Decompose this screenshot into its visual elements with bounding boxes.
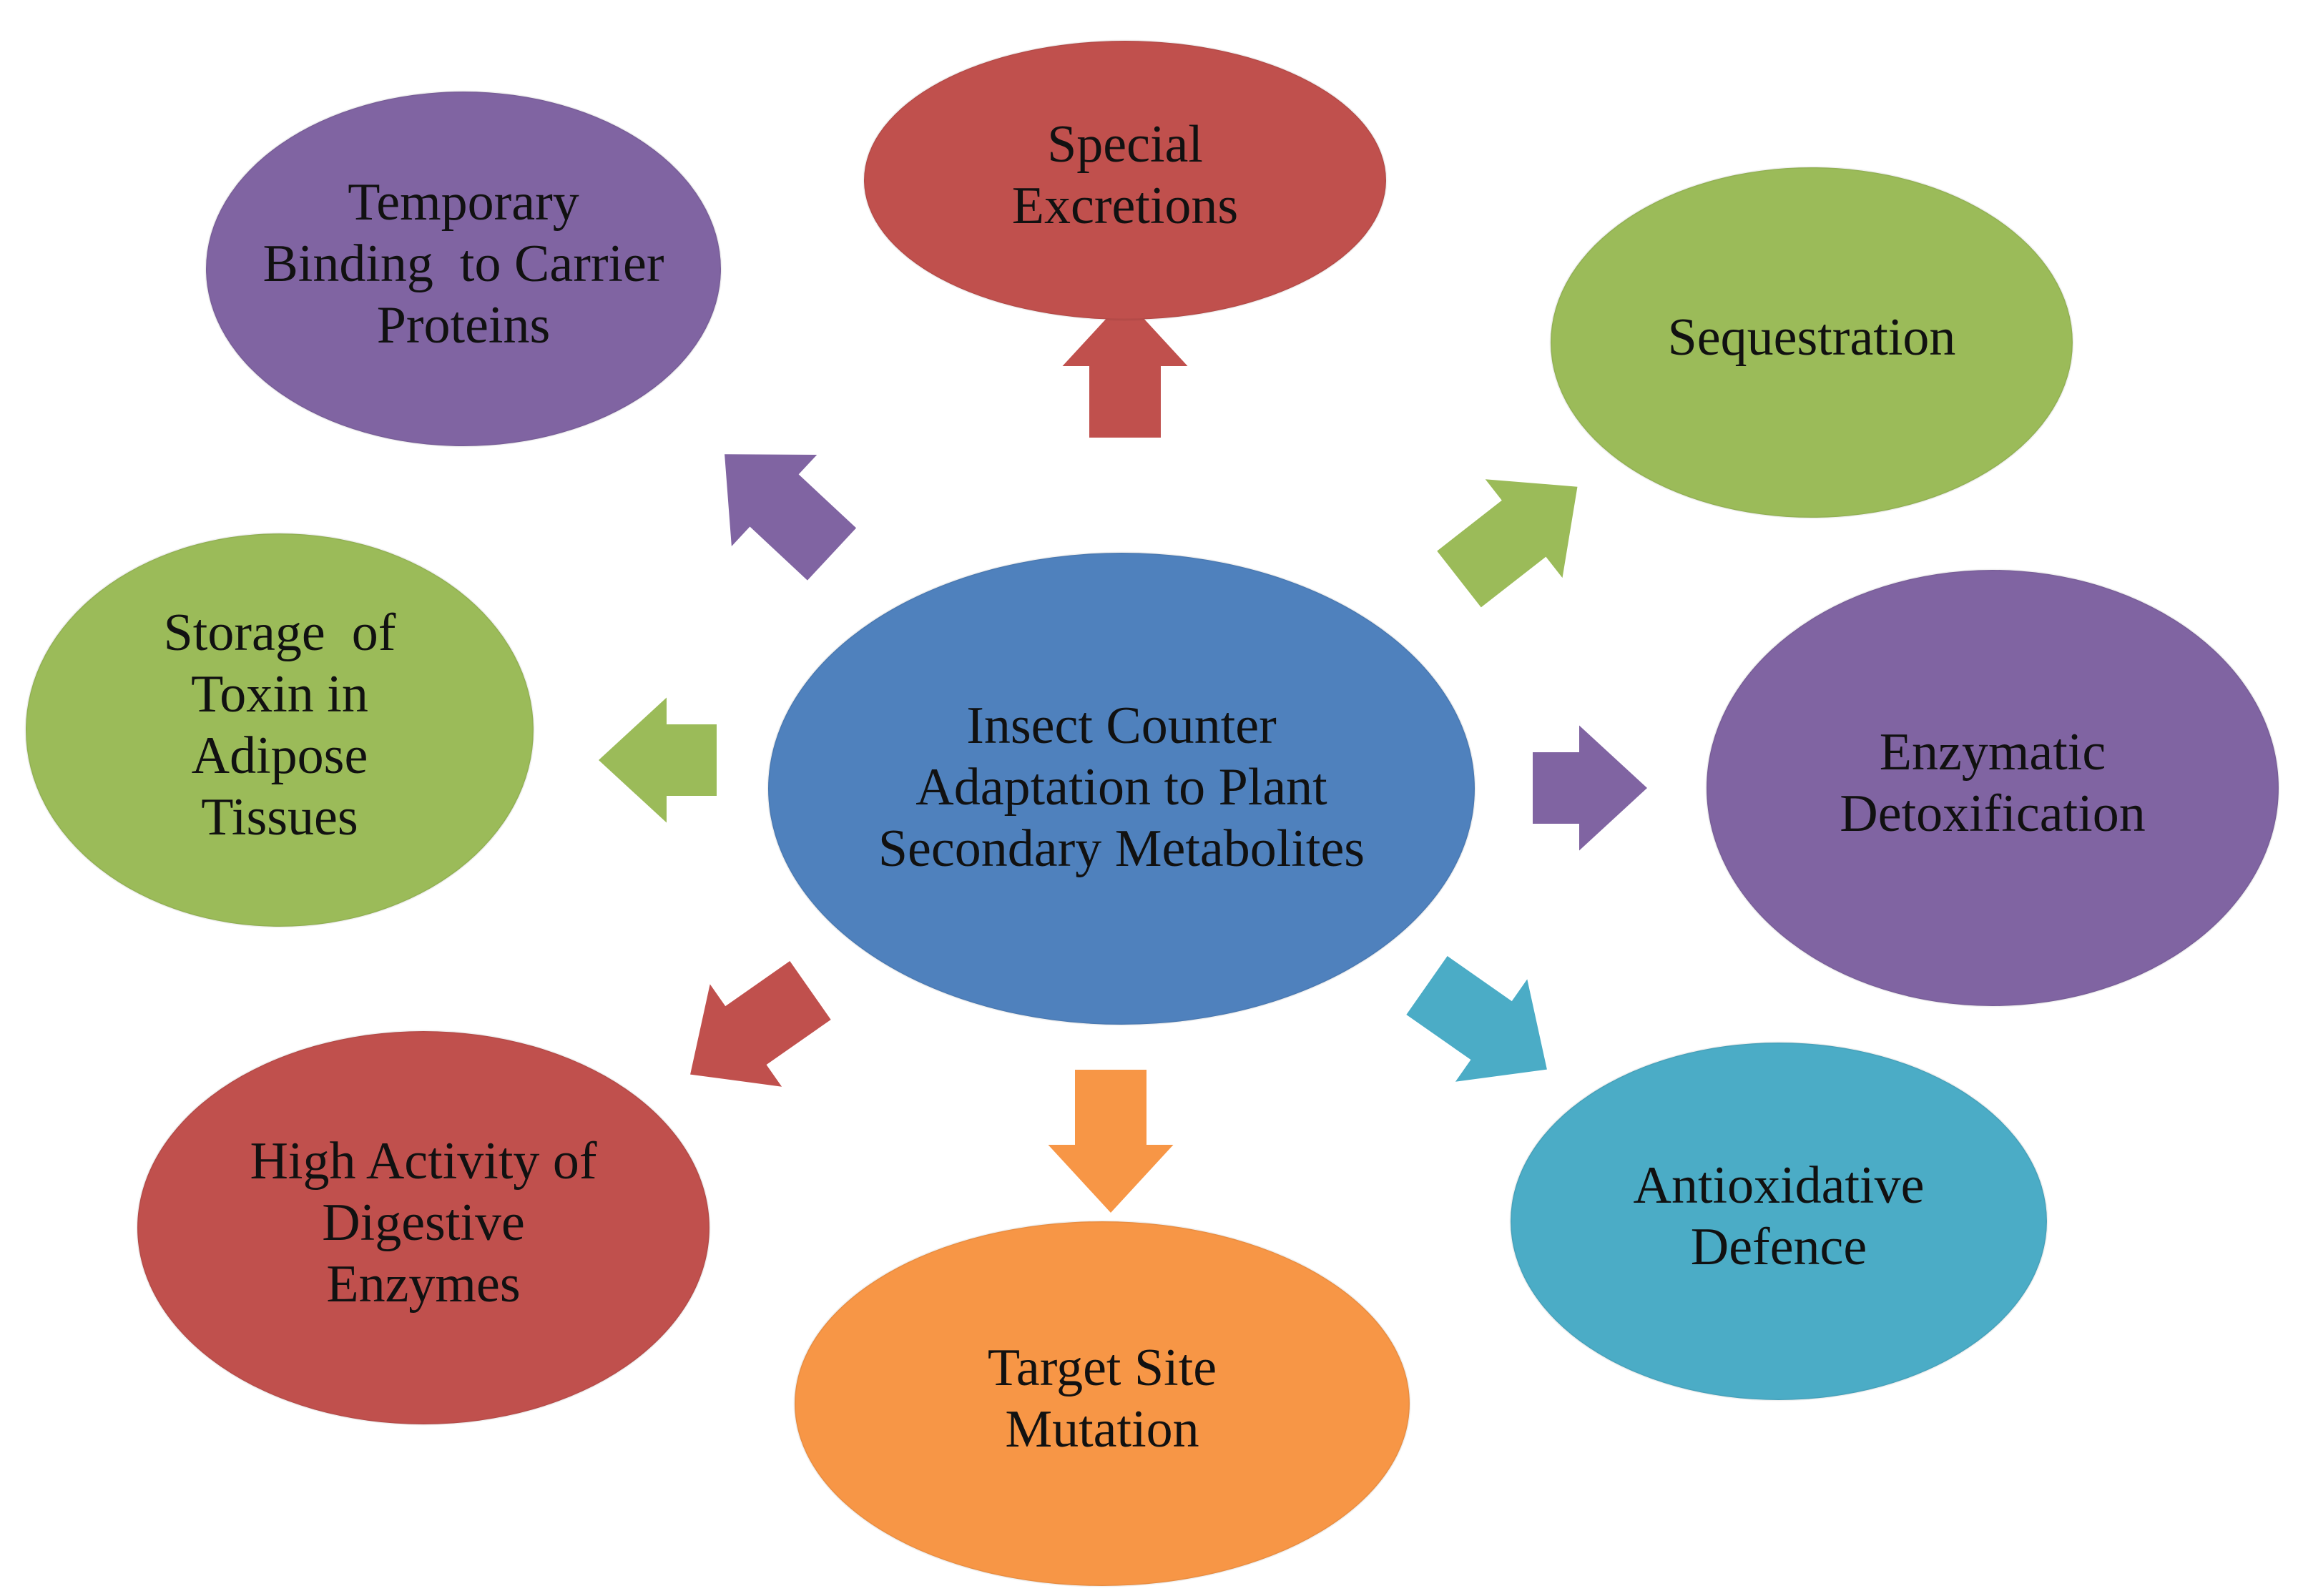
temporary-binding-carrier-ellipse xyxy=(205,90,722,448)
temporary-binding-carrier-label-line: Binding to Carrier xyxy=(262,235,664,293)
high-activity-digestive-enzymes-label-line: High Activity of xyxy=(250,1132,596,1191)
enzymatic-detoxification-label-line: Detoxification xyxy=(1840,784,2145,843)
high-activity-digestive-enzymes-label-line: Digestive xyxy=(322,1193,525,1252)
high-activity-digestive-enzymes-ellipse xyxy=(136,1030,711,1426)
storage-toxin-adipose-label-line: Storage of xyxy=(164,604,396,662)
arrow-to-target-site-mutation xyxy=(1048,1070,1174,1213)
antioxidative-defence-label-line: Antioxidative xyxy=(1634,1156,1925,1215)
special-excretions-ellipse xyxy=(863,39,1388,321)
enzymatic-detoxification-ellipse xyxy=(1705,568,2280,1008)
center-label-line: Secondary Metabolites xyxy=(878,819,1365,878)
sequestration-label-line: Sequestration xyxy=(1668,308,1956,367)
sequestration-label: Sequestration xyxy=(1668,308,1956,367)
arrow-to-high-activity-digestive-enzymes xyxy=(690,961,831,1087)
target-site-mutation-ellipse xyxy=(793,1220,1411,1587)
antioxidative-defence-label-line: Defence xyxy=(1691,1218,1867,1276)
arrow-to-special-excretions xyxy=(1062,298,1188,438)
center-label-line: Adaptation to Plant xyxy=(915,758,1327,817)
arrow-to-sequestration xyxy=(1437,479,1578,608)
storage-toxin-adipose-ellipse xyxy=(24,532,535,928)
target-site-mutation-label-line: Target Site xyxy=(988,1339,1217,1397)
storage-toxin-adipose-label-line: Toxin in xyxy=(191,665,368,724)
arrow-to-enzymatic-detoxification xyxy=(1533,725,1647,851)
node-sequestration: Sequestration xyxy=(1549,166,2074,519)
special-excretions-label-line: Excretions xyxy=(1012,177,1238,235)
antioxidative-defence-ellipse xyxy=(1509,1041,2048,1402)
arrow-to-antioxidative-defence xyxy=(1406,956,1547,1082)
storage-toxin-adipose-label-line: Adipose xyxy=(192,726,368,785)
high-activity-digestive-enzymes-label-line: Enzymes xyxy=(326,1255,520,1314)
enzymatic-detoxification-label-line: Enzymatic xyxy=(1880,723,2106,782)
storage-toxin-adipose-label-line: Tissues xyxy=(201,788,358,847)
center-label-line: Insect Counter xyxy=(966,696,1277,755)
temporary-binding-carrier-label-line: Temporary xyxy=(348,173,579,232)
sequestration-ellipse xyxy=(1549,166,2074,519)
center-ellipse xyxy=(767,551,1476,1026)
special-excretions-label-line: Special xyxy=(1047,115,1203,174)
target-site-mutation-label-line: Mutation xyxy=(1005,1400,1199,1459)
temporary-binding-carrier-label-line: Proteins xyxy=(377,296,551,355)
arrow-to-storage-toxin-adipose xyxy=(599,697,717,823)
arrow-to-temporary-binding-carrier xyxy=(725,454,857,581)
arrows-layer xyxy=(599,298,1647,1213)
